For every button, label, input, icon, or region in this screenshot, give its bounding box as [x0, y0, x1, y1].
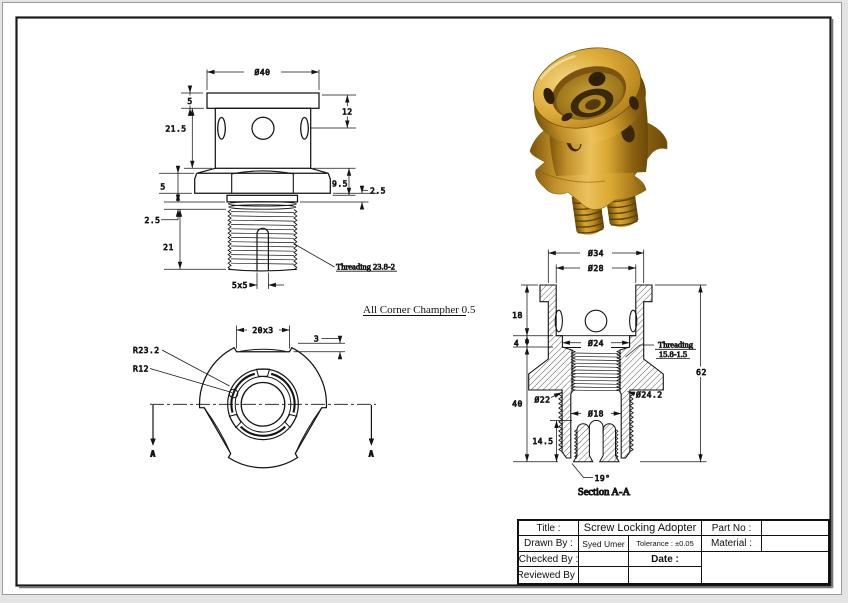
dim-dia40: Ø40 [255, 67, 271, 77]
title-label: Title : [519, 521, 579, 536]
checked-by-value [579, 552, 629, 567]
render-rim-hole-right [629, 96, 639, 110]
material-value [762, 536, 828, 552]
section-hatch-right [619, 284, 664, 459]
dim-thread-21: 21 [163, 243, 174, 252]
drawing-frame [15, 16, 834, 589]
dim-40: 40 [512, 400, 523, 409]
title-block-notes-area [702, 552, 828, 583]
dim-r23-2: R23.2 [133, 346, 160, 355]
dim-r12: R12 [133, 365, 149, 374]
section-view: Ø34 Ø28 18 4 40 Ø24 Ø18 6 [512, 247, 709, 499]
date-value [629, 567, 702, 583]
dim-dia24: Ø24 [588, 338, 604, 348]
front-thread-note: Threading 23.8-2 [336, 262, 395, 272]
title-value: Screw Locking Adopter [579, 521, 702, 536]
drawn-by-label: Drawn By : [519, 536, 579, 552]
top-view-part [198, 346, 328, 469]
section-dimensions: Ø34 Ø28 18 4 40 Ø24 Ø18 6 [512, 247, 709, 483]
dim-18: 18 [512, 311, 523, 320]
title-block: Title : Screw Locking Adopter Part No : … [517, 519, 830, 585]
dim-2-5-right: 2.5 [370, 186, 386, 195]
top-view: A A 20x3 3 R23.2 R12 [133, 324, 376, 469]
dim-19deg: 19° [595, 474, 611, 483]
chamfer-note: All Corner Champher 0.5 [363, 304, 476, 316]
dim-flange-5: 5 [187, 97, 192, 106]
dim-slot-5x5: 5x5 [232, 281, 248, 290]
section-marker-a-right: A [369, 450, 374, 459]
tolerance-label: Tolerance : ±0.05 [629, 536, 702, 552]
date-label: Date : [629, 552, 702, 567]
section-marker-a-left: A [150, 450, 155, 459]
dim-2-5-left: 2.5 [145, 216, 161, 225]
render-rim-hole-left [543, 87, 555, 105]
general-note: All Corner Champher 0.5 [363, 304, 476, 316]
dim-dia24-2: Ø24.2 [636, 390, 663, 400]
reviewed-by-value [579, 567, 629, 583]
front-view-dimensions: Ø40 5 21.5 12 9.5 2.5 [144, 66, 397, 290]
dim-dia28: Ø28 [588, 263, 604, 273]
dim-4: 4 [514, 339, 519, 348]
part-no-value [762, 521, 828, 536]
render-rim-hole-top [588, 71, 606, 87]
section-part [528, 284, 664, 463]
top-view-dimensions: 20x3 3 R23.2 R12 [133, 324, 345, 393]
dim-14-5: 14.5 [532, 437, 553, 446]
section-thread-note-1: Threading [658, 340, 694, 350]
render-rim [532, 47, 646, 145]
section-cut-markers: A A [150, 405, 375, 459]
checked-by-label: Checked By : [519, 552, 579, 567]
drawn-by-value: Syed Umer [579, 536, 629, 552]
dim-dia22: Ø22 [535, 395, 551, 405]
section-caption: Section A-A [578, 487, 631, 498]
dim-body-21-5: 21.5 [165, 125, 186, 134]
dim-notch-20x3: 20x3 [252, 326, 273, 335]
front-view: Ø40 5 21.5 12 9.5 2.5 [144, 66, 397, 290]
dim-hex-5: 5 [160, 183, 165, 192]
dim-9-5: 9.5 [332, 180, 348, 189]
dim-62: 62 [696, 368, 707, 377]
dim-dia34: Ø34 [588, 248, 604, 258]
part-no-label: Part No : [702, 521, 762, 536]
dim-notch-depth-3: 3 [314, 335, 319, 344]
section-thread-note-2: 15.8-1.5 [659, 349, 687, 359]
render-3d [529, 47, 668, 235]
reviewed-by-label: Reviewed By : [519, 567, 579, 583]
dim-hole-12: 12 [342, 108, 353, 117]
section-hatch-left [528, 284, 573, 459]
dim-dia18: Ø18 [588, 409, 604, 419]
front-view-part [194, 92, 331, 272]
material-label: Material : [702, 536, 762, 552]
render-rim-hole-sliver [561, 112, 573, 122]
